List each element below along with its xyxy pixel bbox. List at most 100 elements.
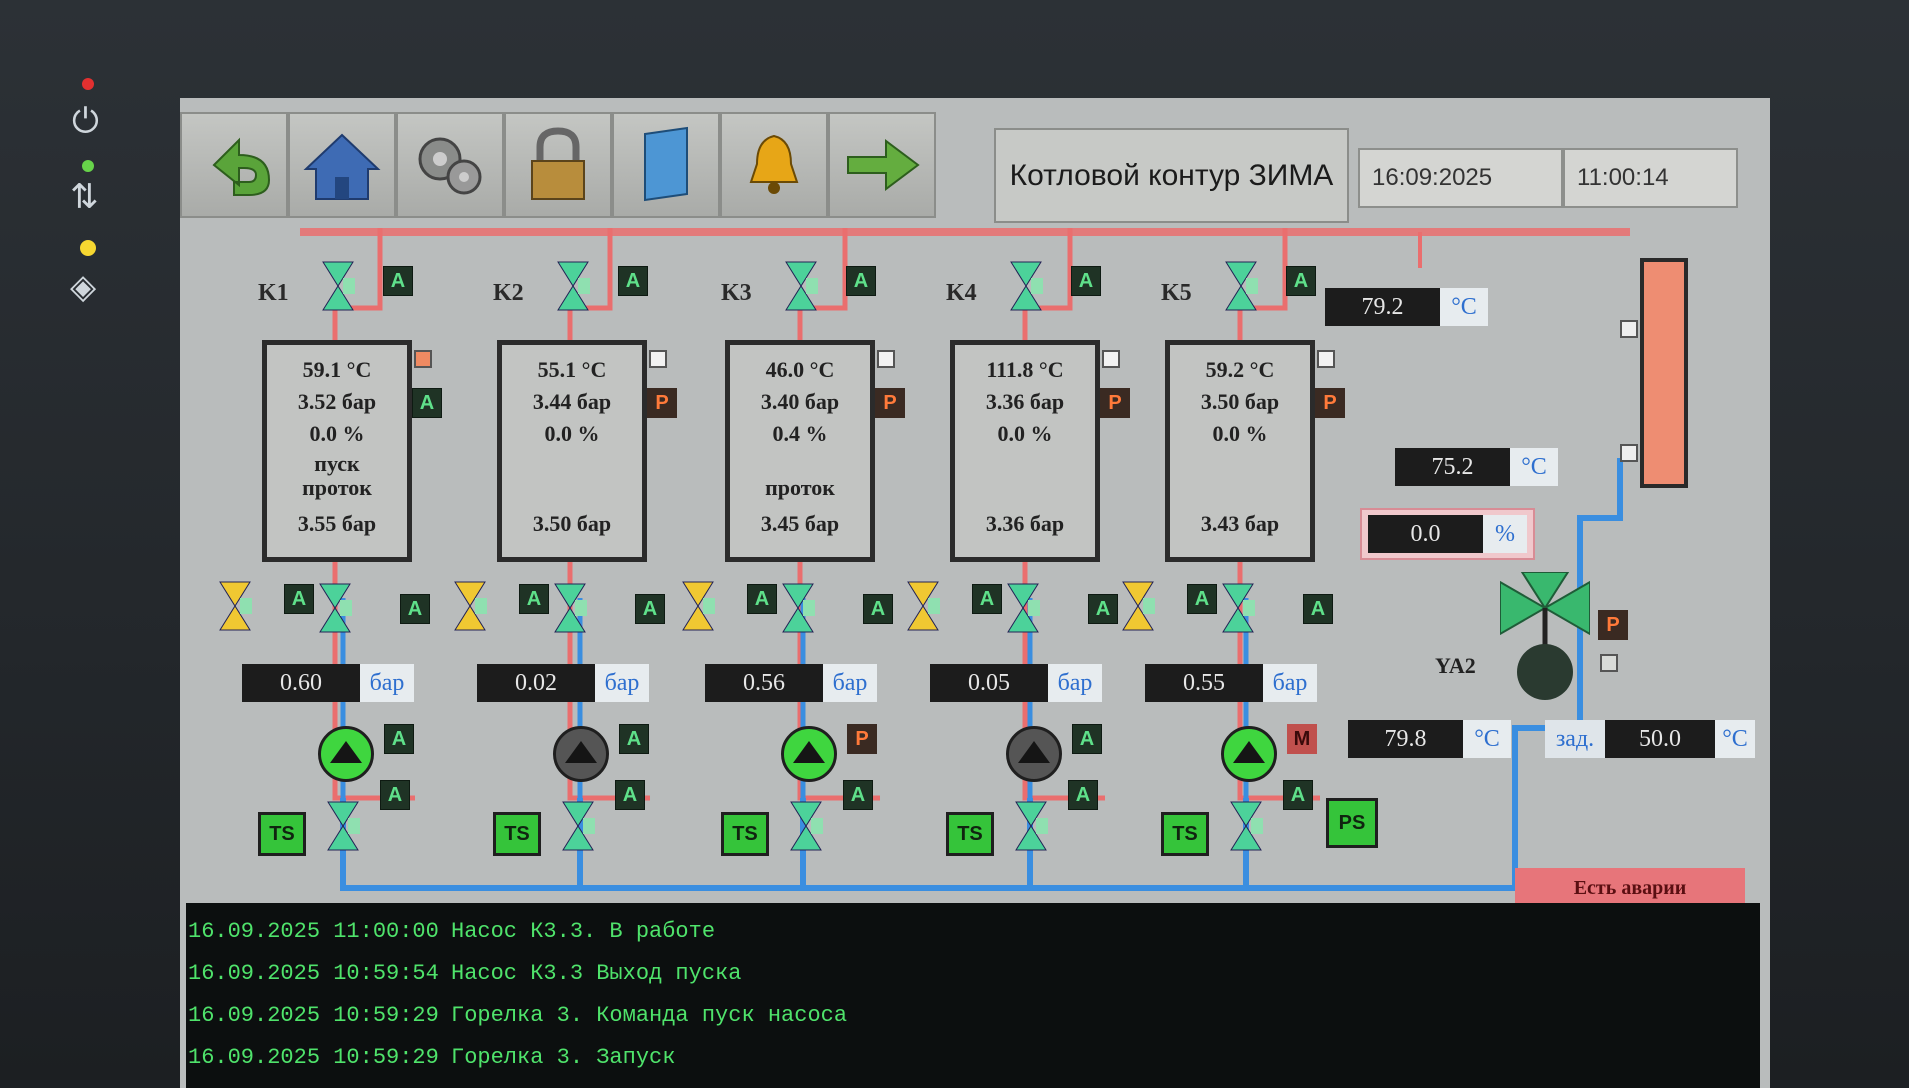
pump-valve-mode[interactable]: A [615,780,645,810]
ps-sensor: PS [1326,798,1378,848]
pump-valve-icon[interactable] [326,798,360,854]
pump-valve-mode[interactable]: A [843,780,873,810]
pump-icon[interactable] [553,726,609,782]
log-row[interactable]: 16.09.2025 10:59:29 Горелка 3. Запуск [186,1045,1760,1085]
inlet-valve-icon[interactable] [784,258,818,314]
boiler-pressure: 3.36 бар [985,389,1065,414]
log-row[interactable]: 16.09.2025 10:59:54 Насос К3.3 Выход пус… [186,961,1760,1001]
inlet-valve-mode[interactable]: A [618,266,648,296]
inlet-valve-icon[interactable] [1009,258,1043,314]
pump-valve-icon[interactable] [789,798,823,854]
inlet-valve-mode[interactable]: A [846,266,876,296]
alarm-banner[interactable]: Есть аварии [1515,868,1745,908]
inlet-valve-mode[interactable]: A [1286,266,1316,296]
log-row[interactable]: 16.09.2025 11:00:00 Насос К3.3. В работе [186,919,1760,959]
valve-status-square [1600,654,1618,672]
inlet-valve-mode[interactable]: A [383,266,413,296]
settings-button[interactable] [396,112,504,218]
exchanger-status-2 [1620,444,1638,462]
return-valve-mode[interactable]: A [635,594,665,624]
inlet-valve-icon[interactable] [556,258,590,314]
return-valve-mode[interactable]: A [1303,594,1333,624]
boiler-panel[interactable]: 55.1 °C 3.44 бар 0.0 % 3.50 бар [497,340,647,562]
bypass-valve-mode[interactable]: A [747,584,777,614]
pump-valve-mode[interactable]: A [380,780,410,810]
pump-mode-badge[interactable]: A [384,724,414,754]
boiler-label: K1 [258,280,289,306]
return-temp-unit: °C [1463,720,1511,758]
return-valve-icon[interactable] [1006,580,1040,636]
boiler-status-square [414,350,432,368]
supply-temp-readout: 79.2 [1325,288,1440,326]
boiler-mode-badge[interactable]: P [875,388,905,418]
boiler-status-2: проток [302,475,372,500]
boiler-mode-badge[interactable]: A [412,388,442,418]
bypass-valve-icon[interactable] [1121,578,1155,634]
return-valve-icon[interactable] [781,580,815,636]
date-display: 16:09:2025 [1358,148,1563,208]
pump-mode-badge[interactable]: A [1072,724,1102,754]
return-valve-mode[interactable]: A [400,594,430,624]
boiler-pressure: 3.40 бар [760,389,840,414]
bypass-valve-icon[interactable] [218,578,252,634]
pump-valve-icon[interactable] [1229,798,1263,854]
boiler-pressure: 3.50 бар [1200,389,1280,414]
return-valve-icon[interactable] [1221,580,1255,636]
boiler-mode-badge[interactable]: P [1315,388,1345,418]
return-valve-icon[interactable] [553,580,587,636]
pump-mode-badge[interactable]: P [847,724,877,754]
inlet-valve-mode[interactable]: A [1071,266,1101,296]
alarms-button[interactable] [720,112,828,218]
boiler-mode-badge[interactable]: P [1100,388,1130,418]
valve-label: YA2 [1435,653,1476,678]
bypass-valve-icon[interactable] [453,578,487,634]
return-valve-mode[interactable]: A [863,594,893,624]
inlet-valve-icon[interactable] [1224,258,1258,314]
log-message: Горелка 3. Запуск [451,1045,676,1070]
pump-icon[interactable] [1221,726,1277,782]
boiler-pressure-2: 3.55 бар [297,511,377,536]
manual-button[interactable] [612,112,720,218]
bypass-valve-mode[interactable]: A [1187,584,1217,614]
boiler-panel[interactable]: 59.1 °C 3.52 бар 0.0 % пуск проток 3.55 … [262,340,412,562]
pump-icon[interactable] [318,726,374,782]
home-button[interactable] [288,112,396,218]
bypass-valve-mode[interactable]: A [519,584,549,614]
bypass-valve-icon[interactable] [906,578,940,634]
back-button[interactable] [180,112,288,218]
boiler-label: K2 [493,280,524,306]
boiler-panel[interactable]: 46.0 °C 3.40 бар 0.4 % проток 3.45 бар [725,340,875,562]
next-button[interactable] [828,112,936,218]
log-row[interactable]: 16.09.2025 10:59:29 Горелка 3. Команда п… [186,1003,1760,1043]
bypass-valve-mode[interactable]: A [284,584,314,614]
return-valve-icon[interactable] [318,580,352,636]
bypass-valve-mode[interactable]: A [972,584,1002,614]
lock-button[interactable] [504,112,612,218]
boiler-panel[interactable]: 111.8 °C 3.36 бар 0.0 % 3.36 бар [950,340,1100,562]
boiler-percent: 0.4 % [772,421,828,446]
pump-valve-mode[interactable]: A [1068,780,1098,810]
pump-icon[interactable] [781,726,837,782]
valve-mode-badge[interactable]: P [1598,610,1628,640]
pump-valve-icon[interactable] [561,798,595,854]
page-title: Котловой контур ЗИМА [994,128,1349,223]
pump-valve-icon[interactable] [1014,798,1048,854]
mid-temp-readout: 75.2 [1395,448,1510,486]
return-valve-mode[interactable]: A [1088,594,1118,624]
boiler-mode-badge[interactable]: P [647,388,677,418]
pump-icon[interactable] [1006,726,1062,782]
pump-valve-mode[interactable]: A [1283,780,1313,810]
valve-percent-readout[interactable]: 0.0 [1368,515,1483,553]
power-led [82,78,94,90]
pump-mode-badge[interactable]: A [619,724,649,754]
pump-mode-badge[interactable]: M [1287,724,1317,754]
inlet-valve-icon[interactable] [321,258,355,314]
log-message: Насос К3.3. В работе [451,919,716,944]
three-way-valve-icon[interactable] [1500,572,1590,702]
flow-unit: бар [823,664,877,702]
hmi-screen: Котловой контур ЗИМА 16:09:2025 11:00:14… [180,98,1770,1088]
bypass-valve-icon[interactable] [681,578,715,634]
boiler-panel[interactable]: 59.2 °C 3.50 бар 0.0 % 3.43 бар [1165,340,1315,562]
status-led [82,160,94,172]
setpoint-readout[interactable]: 50.0 [1605,720,1715,758]
